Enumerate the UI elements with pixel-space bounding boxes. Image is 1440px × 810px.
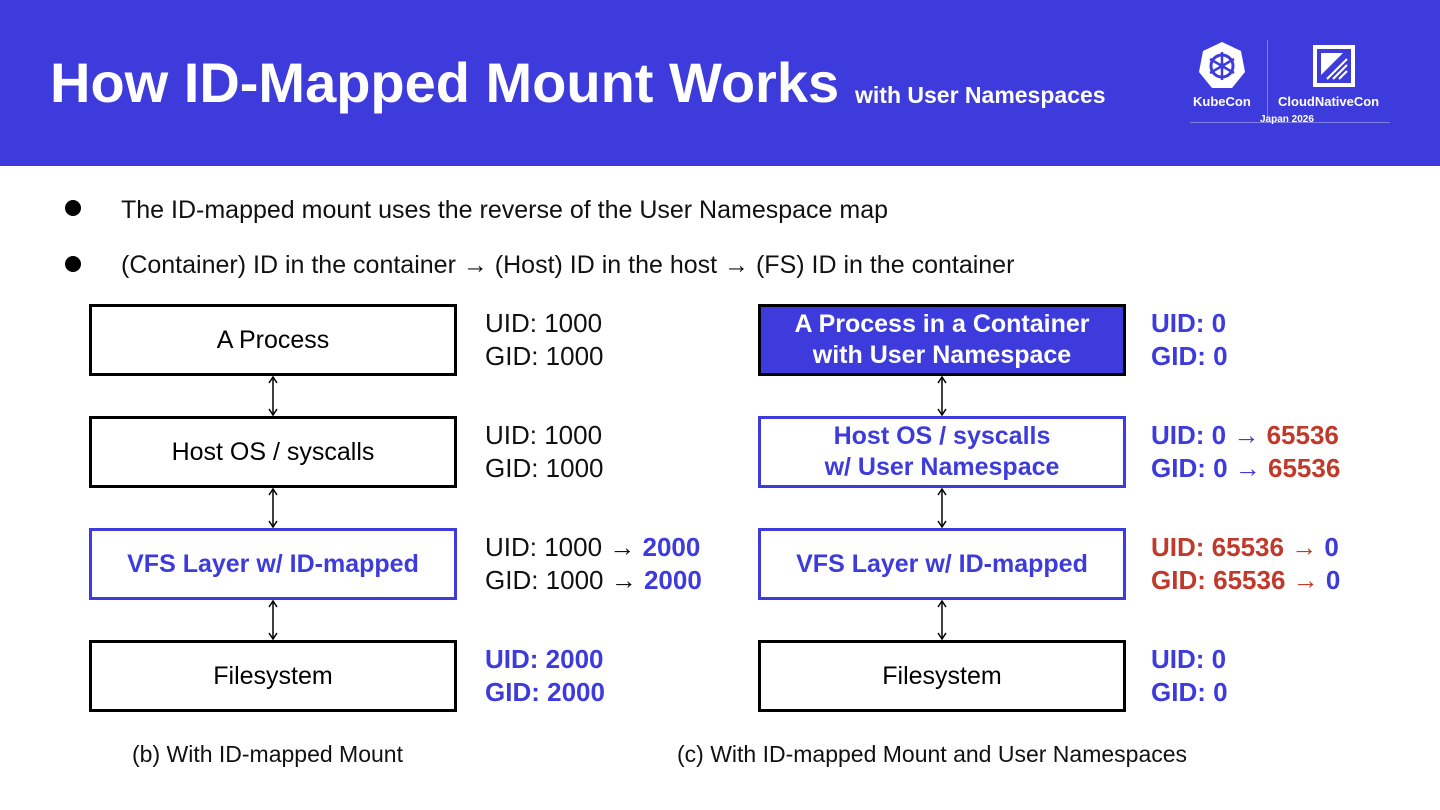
gid-value: GID: 2000 <box>485 676 605 709</box>
uid-value: UID: 0 → 65536 <box>1151 419 1340 452</box>
slide-title: How ID-Mapped Mount Works <box>50 51 840 114</box>
gid-segment: GID: 0 → <box>1151 453 1269 483</box>
uid-segment: UID: 0 <box>1151 308 1227 338</box>
uid-segment: 2000 <box>642 532 701 562</box>
uid-value: UID: 0 <box>1151 643 1228 676</box>
gid-value: GID: 0 <box>1151 340 1228 373</box>
uid-segment: UID: 1000 → <box>485 532 643 562</box>
cloudnativecon-logo-icon <box>1313 45 1355 87</box>
gid-segment: GID: 2000 <box>485 677 605 707</box>
event-label: Japan 2026 <box>1260 114 1314 125</box>
uid-segment: UID: 2000 <box>485 644 604 674</box>
bullet-dot <box>65 256 81 272</box>
gid-segment: 0 <box>1325 565 1341 595</box>
gid-value: GID: 0 <box>1151 676 1228 709</box>
bidirectional-arrow-icon <box>937 488 947 528</box>
bidirectional-arrow-icon <box>268 600 278 640</box>
gid-value: GID: 1000 → 2000 <box>485 564 702 597</box>
kubecon-logo-icon <box>1199 42 1245 88</box>
layer-label: A Process in a Container <box>794 310 1090 338</box>
gid-value: GID: 65536 → 0 <box>1151 564 1340 597</box>
layer-label: Filesystem <box>213 661 333 690</box>
layer-label: VFS Layer w/ ID-mapped <box>796 549 1088 578</box>
gid-value: GID: 0 → 65536 <box>1151 452 1340 485</box>
uid-value: UID: 2000 <box>485 643 605 676</box>
layer-label: w/ User Namespace <box>824 453 1060 481</box>
layer-label: Filesystem <box>882 661 1002 690</box>
bullet-text-2: (Container) ID in the container → (Host)… <box>121 251 1015 279</box>
diagram-c-layer-box: Filesystem <box>758 640 1126 712</box>
uid-value: UID: 1000 → 2000 <box>485 531 702 564</box>
diagram-b-layer-box: VFS Layer w/ ID-mapped <box>89 528 457 600</box>
layer-label: with User Namespace <box>812 341 1072 369</box>
diagram-b-layer-box: Filesystem <box>89 640 457 712</box>
diagram-b-layer-box: A Process <box>89 304 457 376</box>
layer-label: Host OS / syscalls <box>171 437 375 466</box>
uid-segment: UID: 1000 <box>485 420 603 450</box>
cloudnativecon-label: CloudNativeCon <box>1278 94 1380 109</box>
gid-segment: GID: 1000 <box>485 453 604 483</box>
gid-segment: 2000 <box>643 565 702 595</box>
uid-segment: 65536 <box>1266 420 1339 450</box>
gid-segment: GID: 1000 → <box>485 565 644 595</box>
uid-segment: 0 <box>1324 532 1339 562</box>
layer-label: VFS Layer w/ ID-mapped <box>127 549 419 578</box>
layer-label: Host OS / syscalls <box>833 422 1051 450</box>
slide-subtitle: with User Namespaces <box>855 82 1106 108</box>
caption-b: (b) With ID-mapped Mount <box>132 741 403 767</box>
bidirectional-arrow-icon <box>268 488 278 528</box>
uid-segment: UID: 0 → <box>1151 420 1267 450</box>
bidirectional-arrow-icon <box>268 376 278 416</box>
gid-segment: GID: 1000 <box>485 341 604 371</box>
diagram-b-layer-box: Host OS / syscalls <box>89 416 457 488</box>
logo-underline <box>1190 122 1390 123</box>
uid-segment: UID: 0 <box>1151 644 1227 674</box>
diagram-c-layer-box: Host OS / syscalls w/ User Namespace <box>758 416 1126 488</box>
uid-value: UID: 1000 <box>485 419 604 452</box>
gid-segment: GID: 65536 → <box>1151 565 1326 595</box>
bidirectional-arrow-icon <box>937 376 947 416</box>
uid-value: UID: 65536 → 0 <box>1151 531 1340 564</box>
bidirectional-arrow-icon <box>937 600 947 640</box>
diagram-c-layer-box: VFS Layer w/ ID-mapped <box>758 528 1126 600</box>
uid-segment: UID: 1000 <box>485 308 603 338</box>
gid-segment: GID: 0 <box>1151 341 1228 371</box>
gid-value: GID: 1000 <box>485 452 604 485</box>
gid-value: GID: 1000 <box>485 340 604 373</box>
uid-segment: UID: 65536 → <box>1151 532 1325 562</box>
bullet-dot <box>65 200 81 216</box>
uid-value: UID: 0 <box>1151 307 1228 340</box>
logo-divider <box>1267 40 1268 120</box>
uid-value: UID: 1000 <box>485 307 604 340</box>
caption-c: (c) With ID-mapped Mount and User Namesp… <box>677 741 1188 767</box>
gid-segment: GID: 0 <box>1151 677 1228 707</box>
kubecon-label: KubeCon <box>1193 94 1251 109</box>
gid-segment: 65536 <box>1268 453 1341 483</box>
layer-label: A Process <box>216 325 330 354</box>
bullet-text-1: The ID-mapped mount uses the reverse of … <box>121 196 889 224</box>
header-banner: How ID-Mapped Mount Works with User Name… <box>0 0 1440 166</box>
diagram-c-layer-box: A Process in a Container with User Namesp… <box>758 304 1126 376</box>
